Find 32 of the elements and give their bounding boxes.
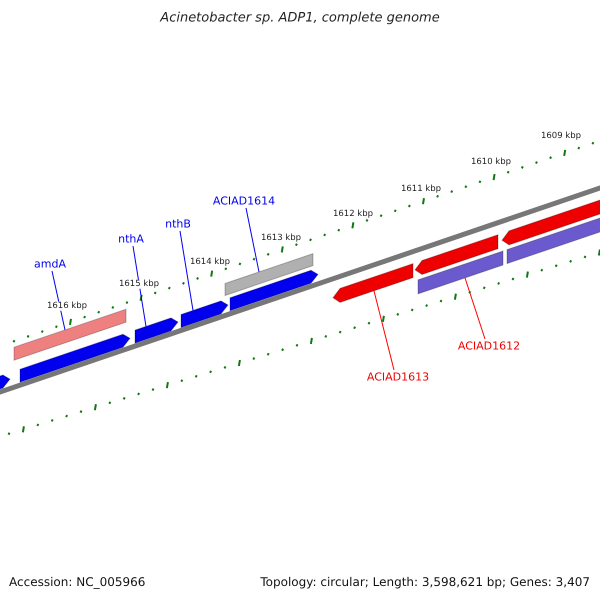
scale-label: 1614 kbp <box>188 258 232 266</box>
gene-feature <box>0 374 11 392</box>
scale-label: 1610 kbp <box>470 158 512 166</box>
gene-feature <box>20 334 131 383</box>
gene-feature <box>134 317 179 344</box>
scale-label: 1611 kbp <box>400 184 442 194</box>
scale-label: 1609 kbp <box>540 132 582 140</box>
leader-line <box>464 277 486 340</box>
gene-feature <box>332 262 414 303</box>
leader-line <box>132 246 146 327</box>
genome-summary-text: Topology: circular; Length: 3,598,621 bp; Genes: 3,407 <box>260 576 590 588</box>
gene-label: ACIAD1614 <box>212 196 276 206</box>
diagram-title: Acinetobacter sp. ADP1, complete genome <box>160 12 440 24</box>
leader-line <box>180 230 194 311</box>
gene-label: amdA <box>34 258 66 270</box>
scale-label: 1615 kbp <box>118 280 160 288</box>
scale-label: 1612 kbp <box>332 210 374 218</box>
gene-label: ACIAD1613 <box>366 372 430 382</box>
gene-feature <box>418 250 504 295</box>
gene-feature <box>180 300 229 328</box>
leader-line <box>246 208 260 272</box>
leader-line <box>52 270 66 330</box>
gene-label: ACIAD1612 <box>458 340 520 352</box>
leader-line <box>374 290 394 370</box>
scale-label: 1616 kbp <box>46 302 88 310</box>
gene-feature <box>414 234 498 276</box>
scale-label: 1613 kbp <box>260 234 302 242</box>
gene-feature <box>14 308 126 361</box>
accession-text: Accession: NC_005966 <box>9 576 146 588</box>
gene-label: nthA <box>118 234 144 244</box>
gene-label: nthB <box>165 218 191 230</box>
gene-feature <box>230 270 319 312</box>
